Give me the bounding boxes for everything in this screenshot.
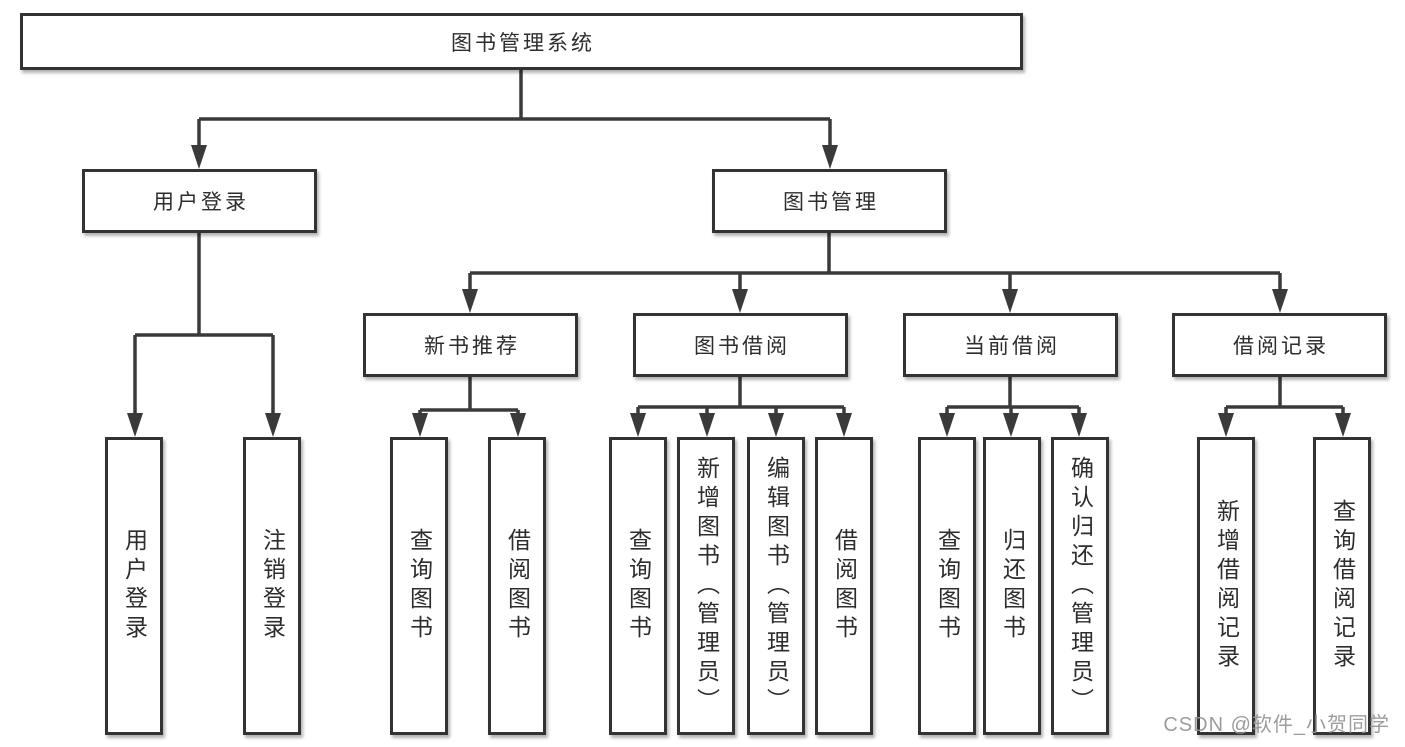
leaf-add-book-admin: 新增图书（管理员） <box>677 437 735 735</box>
leaf-confirm-return-admin: 确认归还（管理员） <box>1051 437 1109 735</box>
leaf-add-borrow-record: 新增借阅记录 <box>1197 437 1255 735</box>
leaf-borrow-books-2: 借阅图书 <box>815 437 873 735</box>
node-root-system: 图书管理系统 <box>20 13 1023 70</box>
leaf-edit-book-admin: 编辑图书（管理员） <box>747 437 805 735</box>
node-book-management: 图书管理 <box>712 169 947 233</box>
node-borrow-records: 借阅记录 <box>1172 313 1387 377</box>
node-book-borrow: 图书借阅 <box>633 313 848 377</box>
leaf-query-books-1: 查询图书 <box>390 437 448 735</box>
connector-shafts <box>133 70 1345 416</box>
node-new-book-recommend: 新书推荐 <box>363 313 578 377</box>
leaf-return-book: 归还图书 <box>983 437 1041 735</box>
csdn-watermark: CSDN @软件_小贺同学 <box>1163 714 1390 736</box>
leaf-query-books-2: 查询图书 <box>609 437 667 735</box>
leaf-borrow-books-1: 借阅图书 <box>488 437 546 735</box>
leaf-query-books-3: 查询图书 <box>918 437 976 735</box>
node-current-borrow: 当前借阅 <box>903 313 1118 377</box>
leaf-logout: 注销登录 <box>243 437 301 735</box>
node-user-login: 用户登录 <box>82 169 317 233</box>
leaf-user-login: 用户登录 <box>105 437 163 735</box>
leaf-query-borrow-record: 查询借阅记录 <box>1313 437 1371 735</box>
connector-arrowheads <box>127 145 1351 437</box>
